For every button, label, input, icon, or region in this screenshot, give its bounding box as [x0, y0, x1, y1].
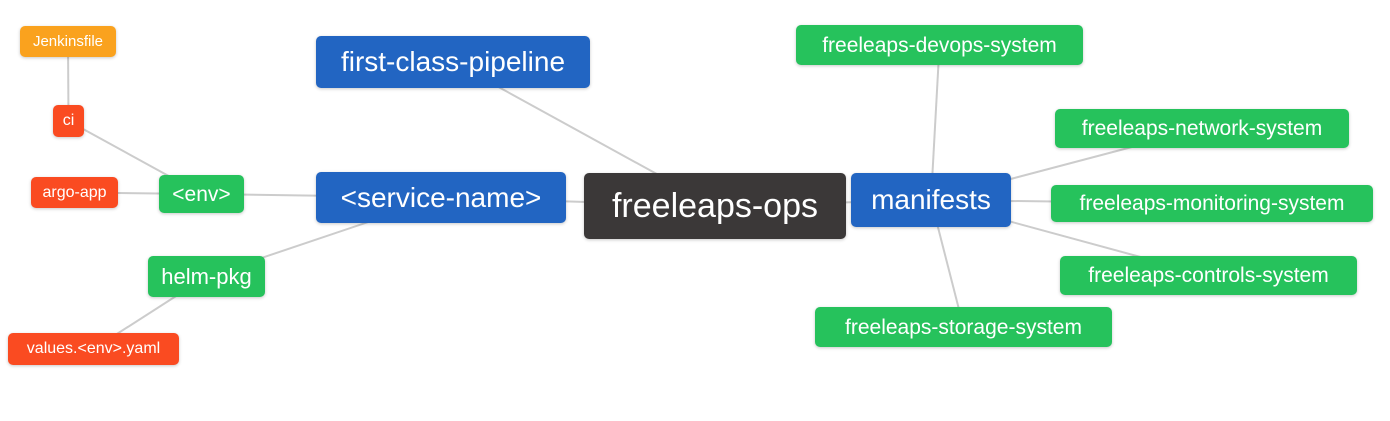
node-manifests[interactable]: manifests	[851, 173, 1011, 227]
node-env[interactable]: <env>	[159, 175, 244, 213]
node-storage-system[interactable]: freeleaps-storage-system	[815, 307, 1112, 347]
node-argo-app[interactable]: argo-app	[31, 177, 118, 208]
node-controls-system[interactable]: freeleaps-controls-system	[1060, 256, 1357, 295]
node-jenkinsfile[interactable]: Jenkinsfile	[20, 26, 116, 57]
node-first-class-pipeline[interactable]: first-class-pipeline	[316, 36, 590, 88]
node-helm-pkg[interactable]: helm-pkg	[148, 256, 265, 297]
node-ci[interactable]: ci	[53, 105, 84, 137]
node-devops-system[interactable]: freeleaps-devops-system	[796, 25, 1083, 65]
node-values-env-yaml[interactable]: values.<env>.yaml	[8, 333, 179, 365]
node-network-system[interactable]: freeleaps-network-system	[1055, 109, 1349, 148]
node-freeleaps-ops[interactable]: freeleaps-ops	[584, 173, 846, 239]
node-service-name[interactable]: <service-name>	[316, 172, 566, 223]
node-monitoring-system[interactable]: freeleaps-monitoring-system	[1051, 185, 1373, 222]
